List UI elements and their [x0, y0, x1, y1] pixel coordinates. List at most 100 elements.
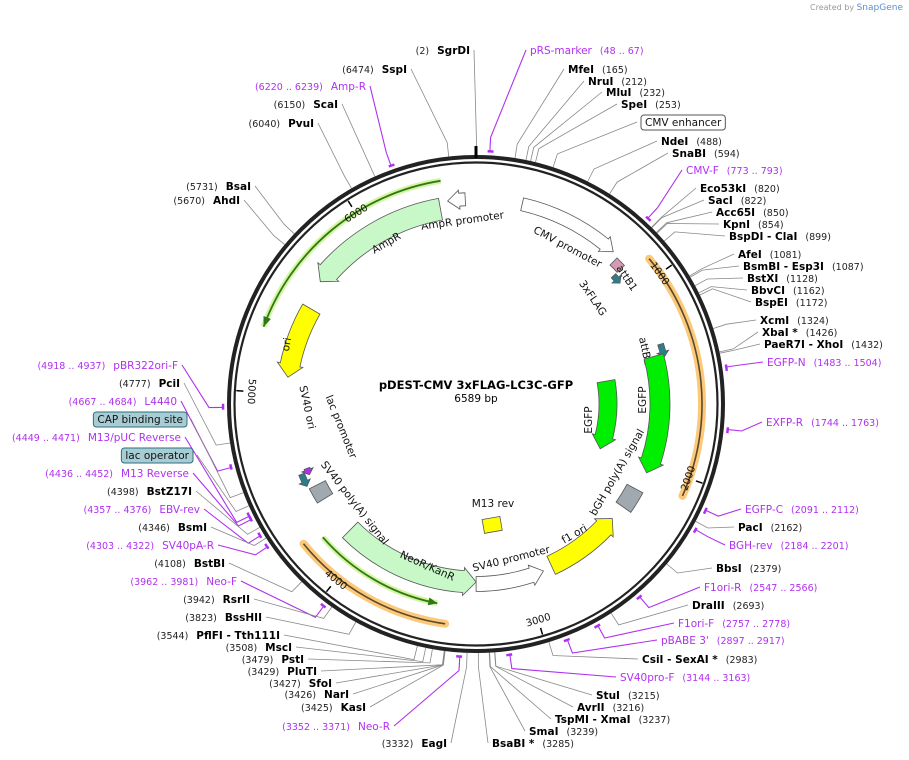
primer-sv40pa-r: (4303 .. 4322)SV40pA-R: [86, 540, 214, 552]
label-position: (3144 .. 3163): [682, 673, 750, 684]
enzyme-smai: SmaI(3239): [529, 726, 598, 738]
primer-egfp-c: EGFP-C(2091 .. 2112): [745, 504, 859, 516]
box-cap-binding-site-box: [92, 411, 188, 428]
leader-SnaBI: [609, 152, 669, 195]
enzyme-tspmi-xmai: TspMI - XmaI(3237): [555, 714, 670, 726]
label-name: BsaBI *: [492, 738, 535, 750]
label-position: (3215): [628, 691, 660, 702]
primer-pbabe-3-: pBABE 3'(2897 .. 2917): [661, 635, 785, 647]
label-name: MfeI: [568, 64, 594, 76]
feature-bgh-poly-a-signal: [615, 483, 644, 513]
site-labels: pRS-marker(48 .. 67)MfeI(165)NruI(212)Ml…: [12, 45, 883, 750]
label-name: F1ori-F: [678, 618, 714, 630]
tick-mark: [325, 585, 332, 593]
label-position: (3352 .. 3371): [282, 722, 350, 733]
label-position: (594): [714, 149, 740, 160]
leader-BstXI: [694, 277, 744, 287]
label-position: (4667 .. 4684): [69, 397, 137, 408]
primer-mark: [724, 364, 729, 372]
label-position: (3285): [542, 739, 574, 750]
leader-SspI: [410, 68, 450, 157]
enzyme-bstxi: BstXI(1128): [747, 273, 818, 285]
tick-mark: [347, 200, 353, 208]
leader-lac operator: [196, 454, 249, 513]
tick-mark: [539, 627, 544, 635]
label-position: (4108): [154, 559, 186, 570]
label-position: (6150): [274, 100, 306, 111]
label-name: M13/pUC Reverse: [88, 432, 181, 444]
enzyme-bsmi: (4346)BsmI: [138, 522, 207, 534]
label-name: ScaI: [313, 99, 338, 111]
label-position: (2547 .. 2566): [749, 583, 817, 594]
label-name: BbvCI: [751, 285, 785, 297]
leader-Eco53kI: [651, 187, 697, 228]
label-name: XbaI *: [762, 327, 798, 339]
label-position: (1324): [797, 316, 829, 327]
primer-mark: [593, 623, 601, 629]
label-position: (232): [639, 88, 665, 99]
primer-m13-puc-reverse: (4449 .. 4471)M13/pUC Reverse: [12, 432, 181, 444]
enzyme-spei: SpeI(253): [621, 99, 681, 111]
label-position: (6040): [248, 119, 280, 130]
leader-PvuI: [317, 122, 352, 189]
backbone-inner-ring: [233, 161, 719, 647]
label-name: Neo-R: [358, 721, 390, 733]
enzyme-bsmbi-esp3i: BsmBI - Esp3I(1087): [743, 261, 864, 273]
feature-lac-promoter: [298, 472, 311, 487]
leader-BssHII: [265, 616, 357, 635]
label-name: BstBI: [194, 558, 225, 570]
label-position: (3823): [185, 613, 217, 624]
label-position: (48 .. 67): [600, 46, 644, 57]
enzyme-bstbi: (4108) BstBI: [154, 558, 225, 570]
label-position: (212): [621, 77, 647, 88]
label-position: (3508): [226, 643, 258, 654]
enzyme-bspei: BspEI(1172): [755, 297, 827, 309]
enzyme-pvui: (6040) PvuI: [248, 118, 314, 130]
primer-mark: [692, 527, 698, 534]
label-position: (2379): [750, 564, 782, 575]
primer-f1ori-r: F1ori-R(2547 .. 2566): [704, 582, 817, 594]
enzyme-afei: AfeI(1081): [738, 249, 801, 261]
enzyme-paer7i-xhoi: PaeR7I - XhoI(1432): [764, 339, 883, 351]
tick-label-1000: 1000: [647, 261, 671, 288]
label-position: (1483 .. 1504): [814, 358, 882, 369]
label-position: (488): [696, 137, 722, 148]
label-name: XcmI: [760, 315, 789, 327]
label-name: pRS-marker: [530, 45, 593, 57]
label-name: EagI: [421, 738, 447, 750]
label-position: (3426): [284, 690, 316, 701]
leader-BsmI: [210, 526, 267, 546]
primer-mark: [645, 215, 652, 222]
primer-cmv-f: CMV-F(773 .. 793): [686, 165, 783, 177]
enzyme-pcii: (4777)PciI: [119, 378, 180, 390]
label-name: PvuI: [288, 118, 314, 130]
label-name: Acc65I: [716, 207, 755, 219]
leader-EagI: [450, 652, 468, 744]
leader-SgrDI: [473, 49, 477, 155]
leader-BstBI: [228, 562, 302, 593]
label-name: KpnI: [723, 219, 750, 231]
tick-mark: [665, 264, 673, 270]
feature-sv40-promoter: [475, 564, 544, 592]
enzyme-nrui: NruI(212): [588, 76, 647, 88]
primer-neo-r: (3352 .. 3371) Neo-R: [282, 721, 390, 733]
label-name: BsmI: [178, 522, 207, 534]
primer-mark: [726, 427, 730, 434]
label-name: AfeI: [738, 249, 762, 261]
label-name: SgrDI: [437, 45, 470, 57]
primer-mark: [702, 507, 708, 515]
enzyme-xcmi: XcmI (1324): [760, 315, 829, 327]
enzyme-eagi: (3332)EagI: [382, 738, 447, 750]
label-name: BsaI: [226, 181, 251, 193]
enzyme-csii-sexai-: CsiI - SexAI *(2983): [642, 654, 757, 666]
label-position: (822): [741, 196, 767, 207]
leader-TspMI - XmaI: [489, 652, 552, 720]
leader-pRS-marker: [489, 49, 527, 152]
label-position: (4303 .. 4322): [86, 541, 154, 552]
orf-neor-line-line: [322, 536, 438, 605]
label-position: (3962 .. 3981): [130, 577, 198, 588]
label-name: pBABE 3': [661, 635, 709, 647]
tick-label-3000: 3000: [525, 612, 553, 630]
enzyme-pluti: (3429)PluTI: [248, 666, 317, 678]
label-name: SnaBI: [672, 148, 706, 160]
